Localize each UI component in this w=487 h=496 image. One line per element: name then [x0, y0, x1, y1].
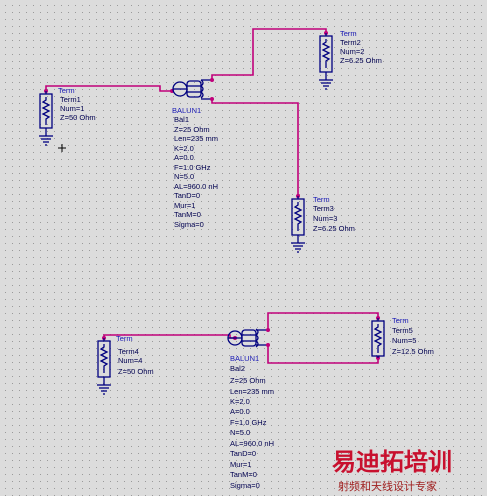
term4[interactable]: Term Term4 Num=4 Z=50 Ohm [97, 334, 154, 395]
bal1[interactable]: BALUN1 Bal1 Z=25 Ohm Len=235 mm K=2.0 A=… [170, 78, 218, 229]
wire-term1-bal1[interactable] [45, 85, 172, 92]
bal1-param: Len=235 mm [174, 134, 218, 143]
bal2-param: A=0.0 [230, 407, 250, 416]
bal2-param: Mur=1 [230, 460, 251, 469]
bal2-pin-2[interactable] [266, 328, 270, 332]
bal1-param: F=1.0 GHz [174, 163, 211, 172]
term1-z: Z=50 Ohm [60, 113, 96, 122]
term2-type: Term [340, 29, 357, 38]
bal1-param: Mur=1 [174, 201, 195, 210]
bal1-type: BALUN1 [172, 106, 201, 115]
bal2-param: N=5.0 [230, 428, 250, 437]
term3-type: Term [313, 195, 330, 204]
term1-resistor-icon [41, 97, 51, 125]
watermark: 易迪拓培训 射频和天线设计专家 [332, 448, 452, 493]
bal2-param: TanM=0 [230, 470, 257, 479]
bal2-param: TanD=0 [230, 449, 256, 458]
bal2-param: Z=25 Ohm [230, 376, 266, 385]
term5[interactable]: Term Term5 Num=5 Z=12.5 Ohm [371, 316, 434, 360]
term4-type: Term [116, 334, 133, 343]
term1-num: Num=1 [60, 104, 84, 113]
term5-resistor-icon [373, 324, 383, 353]
bal1-param: N=5.0 [174, 172, 194, 181]
bal2-transformer-icon [254, 328, 259, 348]
term4-num: Num=4 [118, 356, 142, 365]
term4-z: Z=50 Ohm [118, 367, 154, 376]
term5-z: Z=12.5 Ohm [392, 347, 434, 356]
term3[interactable]: Term Term3 Num=3 Z=6.25 Ohm [291, 194, 355, 253]
bal1-pin-3[interactable] [210, 97, 214, 101]
bal1-param: TanD=0 [174, 191, 200, 200]
bal2-param: K=2.0 [230, 397, 250, 406]
term3-num: Num=3 [313, 214, 337, 223]
watermark-main: 易迪拓培训 [332, 448, 452, 476]
bal2-type: BALUN1 [230, 354, 259, 363]
bal1-param: Sigma=0 [174, 220, 204, 229]
term2-num: Num=2 [340, 47, 364, 56]
term5-name: Term5 [392, 326, 413, 335]
term4-resistor-icon [99, 344, 109, 373]
bal2-param: F=1.0 GHz [230, 418, 267, 427]
term2-resistor-icon [321, 39, 331, 68]
bal2-pin-3[interactable] [266, 343, 270, 347]
wire-bal2-term5-top[interactable] [267, 312, 379, 330]
term2-name: Term2 [340, 38, 361, 47]
bal2-param: Sigma=0 [230, 481, 260, 490]
wire-bal1-term2[interactable] [211, 28, 327, 80]
bal1-pin-2[interactable] [210, 78, 214, 82]
bal1-param: AL=960.0 nH [174, 182, 218, 191]
bal2-name: Bal2 [230, 364, 245, 373]
crosshair-cursor-icon [58, 144, 66, 152]
bal1-name: Bal1 [174, 115, 189, 124]
bal1-param: A=0.0 [174, 153, 194, 162]
wire-bal2-term5-bottom[interactable] [267, 345, 379, 364]
term2-z: Z=6.25 Ohm [340, 56, 382, 65]
bal1-transformer-icon [199, 79, 204, 99]
bal1-param: TanM=0 [174, 210, 201, 219]
term3-z: Z=6.25 Ohm [313, 224, 355, 233]
term1-type: Term [58, 86, 75, 95]
bal1-param: K=2.0 [174, 144, 194, 153]
watermark-sub: 射频和天线设计专家 [338, 479, 437, 493]
bal1-param: Z=25 Ohm [174, 125, 210, 134]
term1[interactable]: Term Term1 Num=1 Z=50 Ohm [39, 86, 96, 146]
term5-type: Term [392, 316, 409, 325]
term3-name: Term3 [313, 204, 334, 213]
term4-name: Term4 [118, 347, 139, 356]
term1-name: Term1 [60, 95, 81, 104]
bal2-param: AL=960.0 nH [230, 439, 274, 448]
term3-resistor-icon [293, 202, 303, 231]
wire-bal1-term3[interactable] [211, 99, 299, 196]
bal2-param: Len=235 mm [230, 387, 274, 396]
bal2[interactable]: BALUN1 Bal2 Z=25 Ohm Len=235 mm K=2.0 A=… [227, 328, 274, 490]
term2[interactable]: Term Term2 Num=2 Z=6.25 Ohm [319, 29, 382, 90]
term5-num: Num=5 [392, 336, 416, 345]
